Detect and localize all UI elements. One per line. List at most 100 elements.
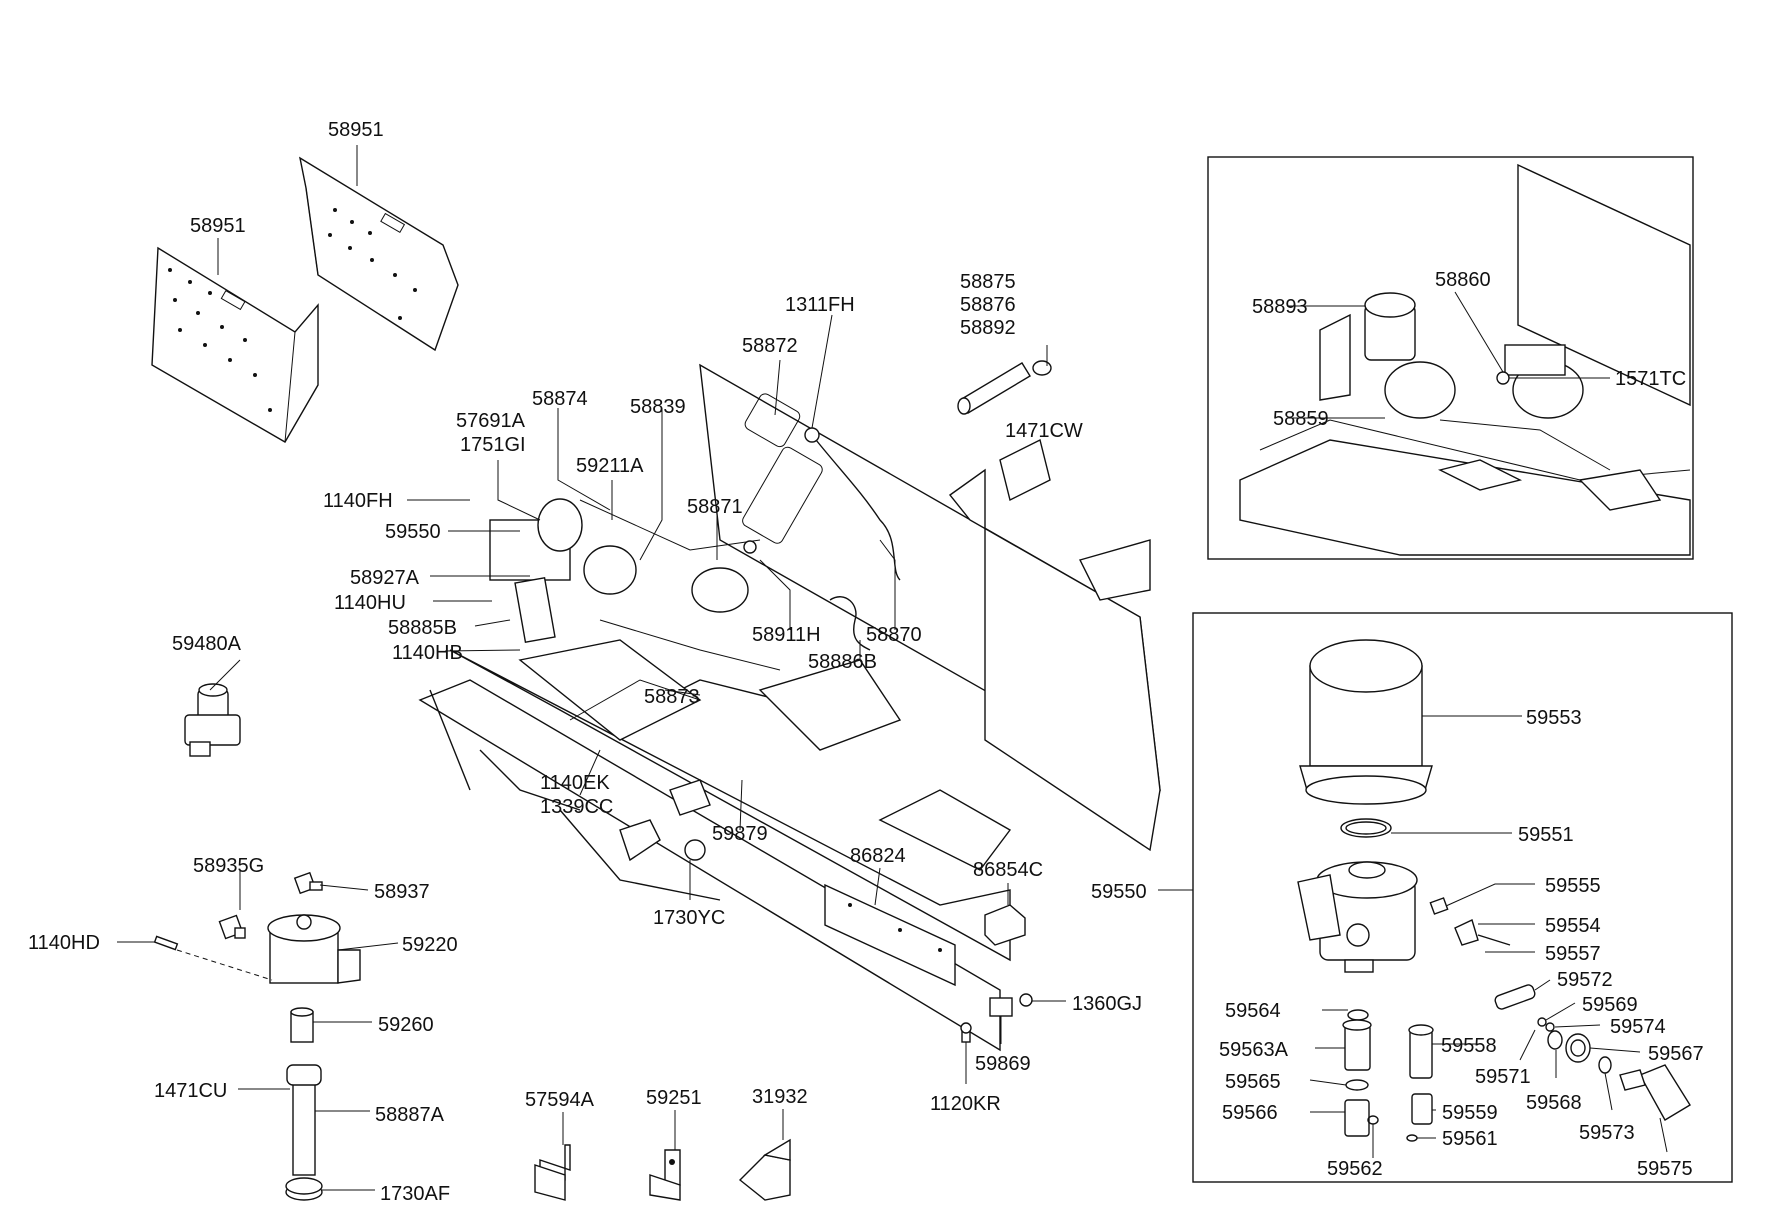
spring-59559 <box>1411 1093 1433 1125</box>
label-59260: 59260 <box>378 1014 434 1036</box>
label-58870: 58870 <box>866 624 922 646</box>
label-1730AF: 1730AF <box>380 1183 450 1205</box>
label-58885B: 58885B <box>388 617 457 639</box>
bracket-57594A <box>534 1144 571 1201</box>
label-59879: 59879 <box>712 823 768 845</box>
bracket-59869 <box>989 997 1013 1017</box>
label-59569: 59569 <box>1582 994 1638 1016</box>
label-59211A: 59211A <box>576 455 644 477</box>
label-59554: 59554 <box>1545 915 1601 937</box>
plate-86824 <box>824 883 956 987</box>
bolt-1140HD <box>153 935 179 951</box>
fitting-58935G <box>218 914 246 940</box>
seal-59555 <box>1429 897 1449 915</box>
washer-59565 <box>1345 1079 1369 1091</box>
leader-lines <box>117 145 1668 1191</box>
ring-59568 <box>1547 1030 1563 1050</box>
label-59869: 59869 <box>975 1053 1031 1075</box>
label-1730YC: 1730YC <box>653 907 725 929</box>
label-86824: 86824 <box>850 845 906 867</box>
air-dryer-body <box>1297 861 1418 973</box>
label-59480A: 59480A <box>172 633 242 655</box>
label-1140HD: 1140HD <box>28 932 100 954</box>
label-86854C: 86854C <box>973 859 1043 881</box>
silencer-59575 <box>1619 1064 1691 1121</box>
label-58874: 58874 <box>532 388 588 410</box>
label-59571: 59571 <box>1475 1066 1531 1088</box>
bracket-59251 <box>649 1149 681 1201</box>
clamp-1471CW <box>1032 360 1052 376</box>
label-1120KR: 1120KR <box>930 1093 1001 1115</box>
label-59567: 59567 <box>1648 1043 1704 1065</box>
label-58887A: 58887A <box>375 1104 445 1126</box>
label-58892: 58892 <box>960 317 1016 339</box>
valve-59480A <box>184 683 241 757</box>
label-1360GJ: 1360GJ <box>1072 993 1142 1015</box>
label-59568: 59568 <box>1526 1092 1582 1114</box>
label-59550-main: 59550 <box>385 521 441 543</box>
label-58937: 58937 <box>374 881 430 903</box>
label-58859: 58859 <box>1273 408 1329 430</box>
valve-59558 <box>1408 1024 1434 1079</box>
label-58839: 58839 <box>630 396 686 418</box>
label-59559: 59559 <box>1442 1102 1498 1124</box>
label-59564: 59564 <box>1225 1000 1281 1022</box>
label-58911H: 58911H <box>752 624 821 646</box>
orings-59569-59574 <box>1537 1017 1555 1032</box>
label-1571TC: 1571TC <box>1615 368 1686 390</box>
label-1140HB: 1140HB <box>392 642 463 664</box>
label-1471CU: 1471CU <box>154 1080 227 1102</box>
label-59574: 59574 <box>1610 1016 1666 1038</box>
label-58875: 58875 <box>960 271 1016 293</box>
label-59563A: 59563A <box>1219 1039 1289 1061</box>
detail-frame-air-dryer <box>1192 612 1733 1183</box>
label-59251: 59251 <box>646 1087 702 1109</box>
part-86854C <box>984 904 1026 946</box>
label-59561: 59561 <box>1442 1128 1498 1150</box>
label-59572: 59572 <box>1557 969 1613 991</box>
label-59573: 59573 <box>1579 1122 1635 1144</box>
oring-59561 <box>1406 1134 1418 1142</box>
main-assembly <box>418 363 1161 1052</box>
bracket-31932 <box>738 1138 791 1201</box>
label-59553: 59553 <box>1526 707 1582 729</box>
valve-59564 <box>1347 1009 1369 1021</box>
spring-59566 <box>1344 1099 1370 1137</box>
label-58872: 58872 <box>742 335 798 357</box>
label-1339CC: 1339CC <box>540 796 613 818</box>
label-57594A: 57594A <box>525 1089 595 1111</box>
label-58871: 58871 <box>687 496 743 518</box>
hose-58887A <box>286 1064 322 1176</box>
side-panel-rear <box>299 156 459 352</box>
label-59555: 59555 <box>1545 875 1601 897</box>
fitting-58937 <box>293 871 323 895</box>
label-58886B: 58886B <box>808 651 877 673</box>
bolt-1120KR <box>960 1022 972 1043</box>
nut-1360GJ <box>1019 993 1033 1007</box>
label-59220: 59220 <box>402 934 458 956</box>
label-59562: 59562 <box>1327 1158 1383 1180</box>
label-1311FH: 1311FH <box>785 294 855 316</box>
pipe-58875 <box>957 362 1031 415</box>
part-labels: 58951 58951 58875 58876 58892 1471CW 131… <box>28 119 1704 1205</box>
piston-59567 <box>1565 1033 1591 1063</box>
label-1140EK: 1140EK <box>540 772 610 794</box>
label-1140FH: 1140FH <box>323 490 393 512</box>
label-59557: 59557 <box>1545 943 1601 965</box>
label-59551: 59551 <box>1518 824 1574 846</box>
label-58951-front: 58951 <box>190 215 246 237</box>
governor-59220 <box>267 914 361 984</box>
label-1751GI: 1751GI <box>460 434 526 456</box>
valve-59563A <box>1342 1019 1372 1071</box>
spring-59572 <box>1494 984 1536 1010</box>
label-58876: 58876 <box>960 294 1016 316</box>
label-31932: 31932 <box>752 1086 808 1108</box>
detail-valve-assembly <box>1239 163 1691 556</box>
label-59575: 59575 <box>1637 1158 1693 1180</box>
washer-59573 <box>1598 1056 1612 1074</box>
fitting-59260 <box>290 1007 314 1043</box>
label-58927A: 58927A <box>350 567 420 589</box>
label-59566: 59566 <box>1222 1102 1278 1124</box>
label-58893: 58893 <box>1252 296 1308 318</box>
